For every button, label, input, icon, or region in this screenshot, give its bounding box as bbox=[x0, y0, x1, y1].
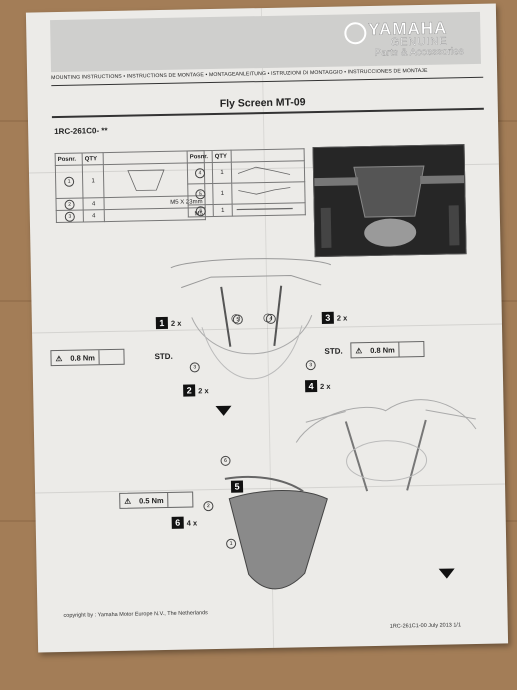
table-row: 4 1 bbox=[187, 160, 305, 184]
callout-1: 1 bbox=[226, 538, 237, 549]
torque-spec-lower: ⚠ 0.5 Nm bbox=[119, 491, 194, 509]
windscreen-drawing bbox=[127, 169, 165, 191]
warning-icon: ⚠ bbox=[55, 353, 63, 363]
torque-spec-right: ⚠ 0.8 Nm bbox=[350, 340, 425, 359]
trim-strip-drawing bbox=[236, 207, 293, 210]
step-5-number: 5 bbox=[230, 480, 244, 493]
step-2-qty: 2 x bbox=[198, 385, 209, 395]
step-6-number: 6 bbox=[171, 516, 184, 529]
copyright-text: copyright by : Yamaha Motor Europe N.V.,… bbox=[63, 610, 208, 619]
yamaha-logo: YAMAHA GENUINE Parts & Accessories bbox=[344, 18, 475, 62]
step-6-callout: 6 4 x bbox=[171, 516, 198, 529]
std-label-left: STD. bbox=[154, 351, 173, 362]
position-number: 3 bbox=[64, 211, 75, 222]
callout-2: 2 bbox=[203, 501, 214, 512]
qty-value: 1 bbox=[82, 164, 104, 199]
table-row: 6 1 bbox=[188, 202, 306, 217]
bracket-drawing bbox=[231, 181, 306, 205]
step-5-callout: 5 bbox=[230, 480, 244, 493]
torque-value: 0.5 Nm bbox=[138, 495, 164, 505]
col-qty: QTY bbox=[212, 150, 232, 163]
qty-value: 4 bbox=[82, 197, 105, 211]
trim-strip-drawing bbox=[232, 202, 306, 217]
brand-parts: Parts & Accessories bbox=[374, 46, 464, 59]
document-reference: 1RC-261C1-00 July 2013 1/1 bbox=[389, 622, 462, 630]
step-1-qty: 2 x bbox=[170, 318, 182, 328]
parts-table-left: Posnr. QTY 1 1 2 4 M5 X 23mm 3 4 M5 bbox=[55, 150, 206, 223]
parts-table-right: Posnr. QTY 4 1 5 1 6 1 bbox=[187, 148, 306, 217]
part-number: 1RC-261C0- ** bbox=[54, 126, 108, 137]
std-label-right: STD. bbox=[324, 346, 343, 356]
position-number: 4 bbox=[194, 168, 206, 179]
step-2-callout: 2 2 x bbox=[183, 384, 209, 397]
wrench-icon bbox=[167, 492, 193, 507]
warning-icon: ⚠ bbox=[355, 345, 363, 355]
qty-value: 1 bbox=[213, 204, 233, 217]
down-arrow-icon bbox=[215, 405, 232, 416]
warning-icon: ⚠ bbox=[124, 496, 132, 506]
bracket-right-drawing bbox=[238, 187, 291, 195]
torque-value: 0.8 Nm bbox=[370, 345, 395, 355]
screen-part-drawing bbox=[103, 162, 205, 198]
header-band: YAMAHA GENUINE Parts & Accessories bbox=[50, 11, 481, 73]
step-1-callout: 1 2 x bbox=[155, 316, 182, 330]
wrench-icon bbox=[398, 341, 424, 357]
col-qty: QTY bbox=[82, 152, 104, 166]
bracket-left-drawing bbox=[237, 166, 291, 175]
position-number: 1 bbox=[64, 176, 75, 187]
qty-value: 1 bbox=[212, 162, 232, 184]
bracket-drawing bbox=[231, 160, 305, 184]
position-number: 5 bbox=[195, 189, 206, 200]
product-photo bbox=[312, 144, 467, 258]
tuning-fork-icon bbox=[344, 22, 367, 45]
torque-value: 0.8 Nm bbox=[70, 352, 95, 363]
col-posnr: Posnr. bbox=[187, 150, 213, 163]
step-3-callout: 3 2 x bbox=[321, 311, 348, 324]
callout-6: 6 bbox=[220, 455, 231, 466]
col-posnr: Posnr. bbox=[55, 153, 83, 166]
step-2-number: 2 bbox=[183, 384, 196, 397]
position-number: 2 bbox=[64, 199, 75, 210]
motorcycle-outline-diagram bbox=[295, 399, 477, 492]
instruction-sheet: YAMAHA GENUINE Parts & Accessories MOUNT… bbox=[25, 3, 509, 653]
table-row: 1 1 bbox=[55, 162, 205, 199]
torque-spec-left: ⚠ 0.8 Nm bbox=[50, 348, 126, 367]
qty-value: 4 bbox=[83, 209, 105, 223]
down-arrow-icon bbox=[438, 568, 455, 579]
step-1-number: 1 bbox=[155, 316, 168, 330]
motorcycle-front-photo bbox=[313, 145, 466, 257]
step-3-qty: 2 x bbox=[336, 312, 348, 323]
bracket-install-diagram bbox=[170, 258, 332, 380]
qty-value: 1 bbox=[212, 183, 233, 205]
step-6-qty: 4 x bbox=[186, 517, 198, 528]
table-row: 3 4 M5 bbox=[56, 207, 206, 223]
table-row: 5 1 bbox=[187, 181, 306, 205]
wrench-icon bbox=[98, 349, 125, 365]
position-number: 6 bbox=[195, 205, 206, 216]
step-3-number: 3 bbox=[321, 311, 334, 324]
windscreen-diagram bbox=[224, 475, 328, 590]
